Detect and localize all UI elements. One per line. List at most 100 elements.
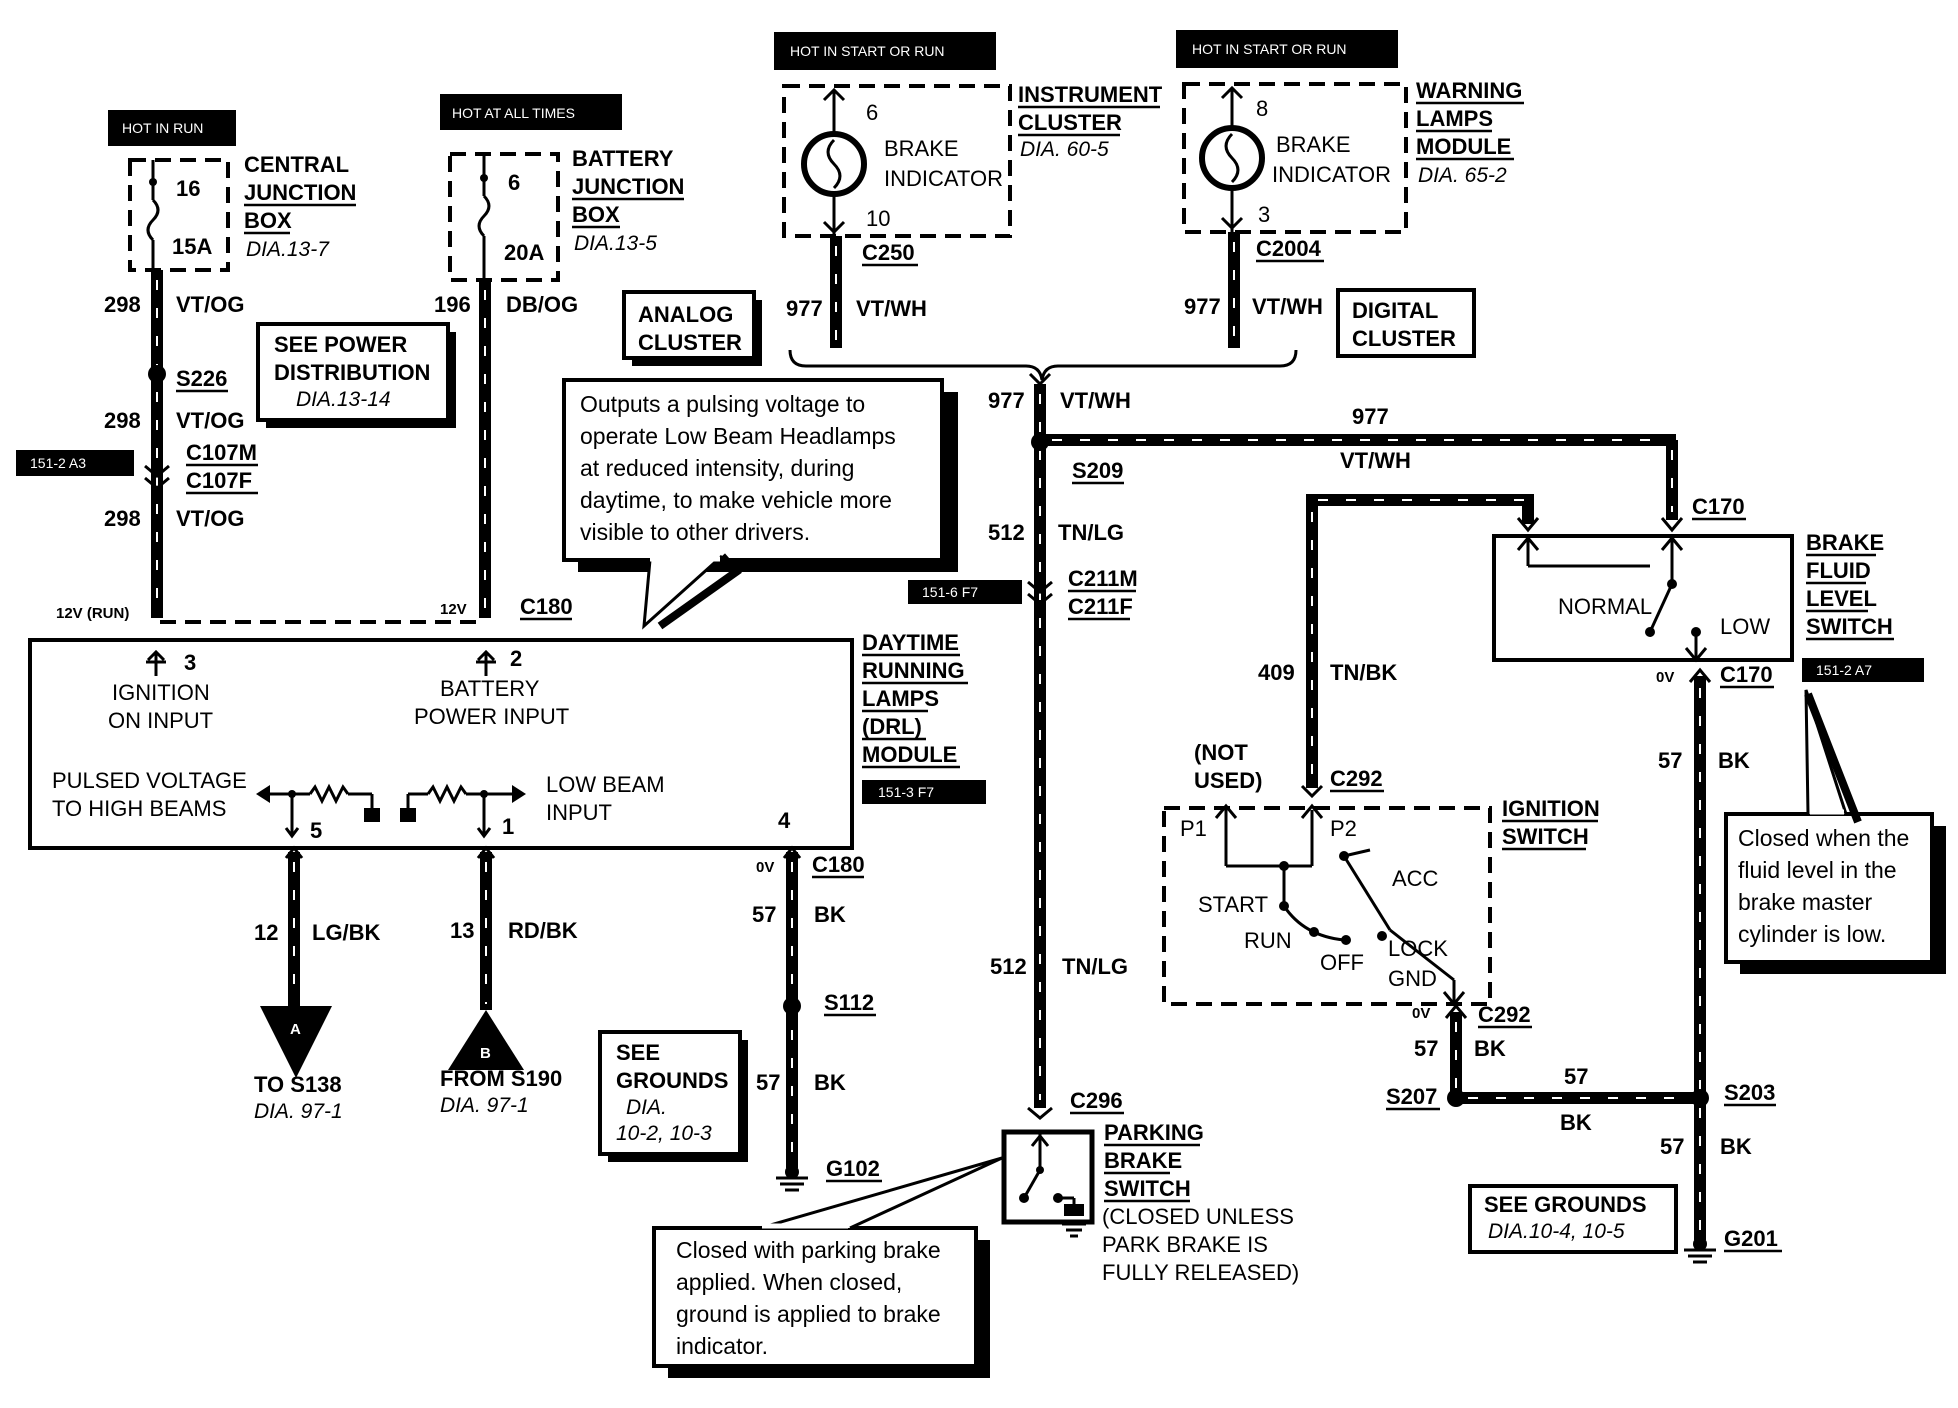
drl-note-line3: at reduced intensity, during bbox=[580, 455, 854, 481]
ref-tag-151-2-a7: 151-2 A7 bbox=[1802, 658, 1924, 682]
tag-hot-in-run: HOT IN RUN bbox=[108, 110, 236, 146]
wire-512a-color: TN/LG bbox=[1058, 520, 1124, 545]
analog-l1: ANALOG bbox=[638, 302, 733, 327]
wire-57-ignition bbox=[1444, 1003, 1700, 1107]
wire-57-drl-ground bbox=[776, 845, 808, 1192]
park-callout: Closed with parking brake applied. When … bbox=[652, 1156, 1003, 1378]
bfls-name1: BRAKE bbox=[1806, 530, 1884, 555]
brake-fluid-level-switch: NORMAL LOW bbox=[1492, 534, 1794, 663]
c107f-label: C107F bbox=[186, 468, 252, 493]
terminal-a-letter: A bbox=[290, 1021, 301, 1038]
central-junction-box: 16 15A CENTRAL JUNCTION BOX DIA.13-7 bbox=[128, 152, 356, 272]
terminal-b-dia: DIA. 97-1 bbox=[440, 1094, 529, 1117]
wire-977b-num: 977 bbox=[1184, 294, 1221, 319]
drl-pin-1: 1 bbox=[502, 814, 514, 839]
ic-name2: CLUSTER bbox=[1018, 110, 1122, 135]
c211m-label: C211M bbox=[1068, 566, 1138, 591]
wire-57f-color: BK bbox=[1560, 1110, 1592, 1135]
digital-l2: CLUSTER bbox=[1352, 326, 1456, 351]
tag-hot-in-run-text: HOT IN RUN bbox=[122, 120, 203, 136]
wire-12-color: LG/BK bbox=[312, 920, 381, 945]
battery-jb-name1: BATTERY bbox=[572, 146, 674, 171]
see-grounds-1-l1: SEE bbox=[616, 1040, 660, 1065]
see-power-l3: DIA.13-14 bbox=[296, 388, 391, 411]
drl-name4: (DRL) bbox=[862, 714, 922, 739]
pbs-name1: PARKING bbox=[1104, 1120, 1204, 1145]
wire-298c-num: 298 bbox=[104, 506, 141, 531]
c2004-label: C2004 bbox=[1256, 236, 1322, 261]
wire-57e-color: BK bbox=[1474, 1036, 1506, 1061]
wire-512b-num: 512 bbox=[990, 954, 1027, 979]
see-grounds-box-1: SEE GROUNDS DIA. 10-2, 10-3 bbox=[598, 1030, 748, 1162]
wire-196-num: 196 bbox=[434, 292, 471, 317]
central-jb-dia: DIA.13-7 bbox=[246, 238, 330, 261]
wire-409 bbox=[1300, 494, 1540, 799]
ic-lamp-l2: INDICATOR bbox=[884, 166, 1003, 191]
see-grounds-2-l2: DIA.10-4, 10-5 bbox=[1488, 1220, 1625, 1243]
ic-pin-bot: 10 bbox=[866, 206, 890, 231]
s207-label: S207 bbox=[1386, 1084, 1437, 1109]
ign-lock: LOCK bbox=[1388, 936, 1448, 961]
tag-hot-start-run-2-text: HOT IN START OR RUN bbox=[1192, 41, 1347, 57]
drl-callout: Outputs a pulsing voltage to operate Low… bbox=[562, 378, 958, 630]
drl-pin-3: 3 bbox=[184, 650, 196, 675]
ref-tag-151-2-a7-text: 151-2 A7 bbox=[1816, 662, 1872, 678]
wire-977-cluster-drops bbox=[830, 232, 1240, 348]
see-grounds-box-2: SEE GROUNDS DIA.10-4, 10-5 bbox=[1468, 1184, 1678, 1254]
wire-409-num: 409 bbox=[1258, 660, 1295, 685]
drl-lb-l1: LOW BEAM bbox=[546, 772, 665, 797]
fluid-note-line3: brake master bbox=[1738, 889, 1873, 915]
ign-name2: SWITCH bbox=[1502, 824, 1589, 849]
wire-13-num: 13 bbox=[450, 918, 474, 943]
drl-ign-l1: IGNITION bbox=[112, 680, 210, 705]
central-jb-fuse: 15A bbox=[172, 234, 212, 259]
option-brace bbox=[788, 349, 1298, 381]
ignition-switch: P1 P2 START RUN OFF ACC LOCK GND bbox=[1162, 803, 1492, 1007]
wire-57a-color: BK bbox=[814, 902, 846, 927]
analog-l2: CLUSTER bbox=[638, 330, 742, 355]
wl-name1: WARNING bbox=[1416, 78, 1522, 103]
park-note-line3: ground is applied to brake bbox=[676, 1301, 941, 1327]
wire-57a-num: 57 bbox=[752, 902, 776, 927]
s209-label: S209 bbox=[1072, 458, 1123, 483]
wire-298a-num: 298 bbox=[104, 292, 141, 317]
ref-tag-151-2-a3-text: 151-2 A3 bbox=[30, 455, 86, 471]
wl-name3: MODULE bbox=[1416, 134, 1511, 159]
tag-hot-at-all-times: HOT AT ALL TIMES bbox=[440, 94, 622, 130]
c292-top-label: C292 bbox=[1330, 766, 1383, 791]
drl-pv-l1: PULSED VOLTAGE bbox=[52, 768, 247, 793]
wire-977a-color: VT/WH bbox=[856, 296, 927, 321]
ign-p2: P2 bbox=[1330, 816, 1357, 841]
drl-pv-l2: TO HIGH BEAMS bbox=[52, 796, 226, 821]
central-jb-name2: JUNCTION bbox=[244, 180, 356, 205]
c170-bottom-label: C170 bbox=[1720, 662, 1773, 687]
s203-label: S203 bbox=[1724, 1080, 1775, 1105]
voltage-0v-ign: 0V bbox=[1412, 1005, 1430, 1022]
wire-57d-num: 57 bbox=[1660, 1134, 1684, 1159]
wire-298a-color: VT/OG bbox=[176, 292, 244, 317]
tag-hot-at-all-times-text: HOT AT ALL TIMES bbox=[452, 105, 575, 121]
battery-junction-box: 6 20A BATTERY JUNCTION BOX DIA.13-5 bbox=[448, 146, 684, 282]
c250-label: C250 bbox=[862, 240, 915, 265]
pbs-note1: (CLOSED UNLESS bbox=[1102, 1204, 1294, 1229]
see-power-l2: DISTRIBUTION bbox=[274, 360, 430, 385]
warning-lamps-module: 8 3 BRAKE INDICATOR bbox=[1182, 82, 1408, 234]
drl-bat-l2: POWER INPUT bbox=[414, 704, 569, 729]
wire-57c-color: BK bbox=[1718, 748, 1750, 773]
wire-57-right bbox=[1684, 667, 1716, 1264]
ign-acc: ACC bbox=[1392, 866, 1439, 891]
battery-jb-name2: JUNCTION bbox=[572, 174, 684, 199]
ign-run: RUN bbox=[1244, 928, 1292, 953]
central-jb-name3: BOX bbox=[244, 208, 292, 233]
fluid-note-line2: fluid level in the bbox=[1738, 857, 1897, 883]
c180-bottom-label: C180 bbox=[812, 852, 865, 877]
see-grounds-1-l3: DIA. bbox=[626, 1096, 667, 1119]
wire-977c-num: 977 bbox=[988, 388, 1025, 413]
wire-298b-color: VT/OG bbox=[176, 408, 244, 433]
c180-top-label: C180 bbox=[520, 594, 573, 619]
wire-512a-num: 512 bbox=[988, 520, 1025, 545]
drl-name2: RUNNING bbox=[862, 658, 965, 683]
wire-977c-color: VT/WH bbox=[1060, 388, 1131, 413]
wire-196-color: DB/OG bbox=[506, 292, 578, 317]
